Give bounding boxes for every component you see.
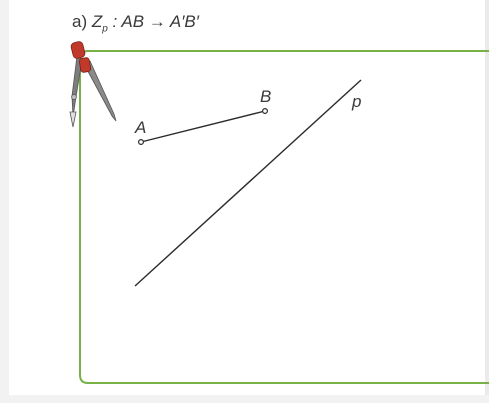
drawing-frame xyxy=(79,50,489,384)
exercise-heading: a) Zp : AB → A′B′ xyxy=(72,12,199,39)
segment-ab xyxy=(140,110,266,143)
bottom-margin-strip xyxy=(0,395,489,403)
mapping-text: : AB → A′B′ xyxy=(112,12,199,31)
label-point-a: A xyxy=(134,118,146,137)
label-point-b: B xyxy=(260,87,271,106)
map-symbol: Z xyxy=(91,12,103,31)
exercise-part: a) xyxy=(72,12,88,31)
compass-icon xyxy=(69,41,117,128)
point-b xyxy=(262,107,269,114)
left-margin-strip xyxy=(0,0,9,403)
label-line-p: p xyxy=(351,92,361,111)
right-margin-strip xyxy=(485,0,489,403)
point-a xyxy=(138,139,145,146)
line-p xyxy=(134,79,362,287)
map-subscript: p xyxy=(102,23,108,35)
